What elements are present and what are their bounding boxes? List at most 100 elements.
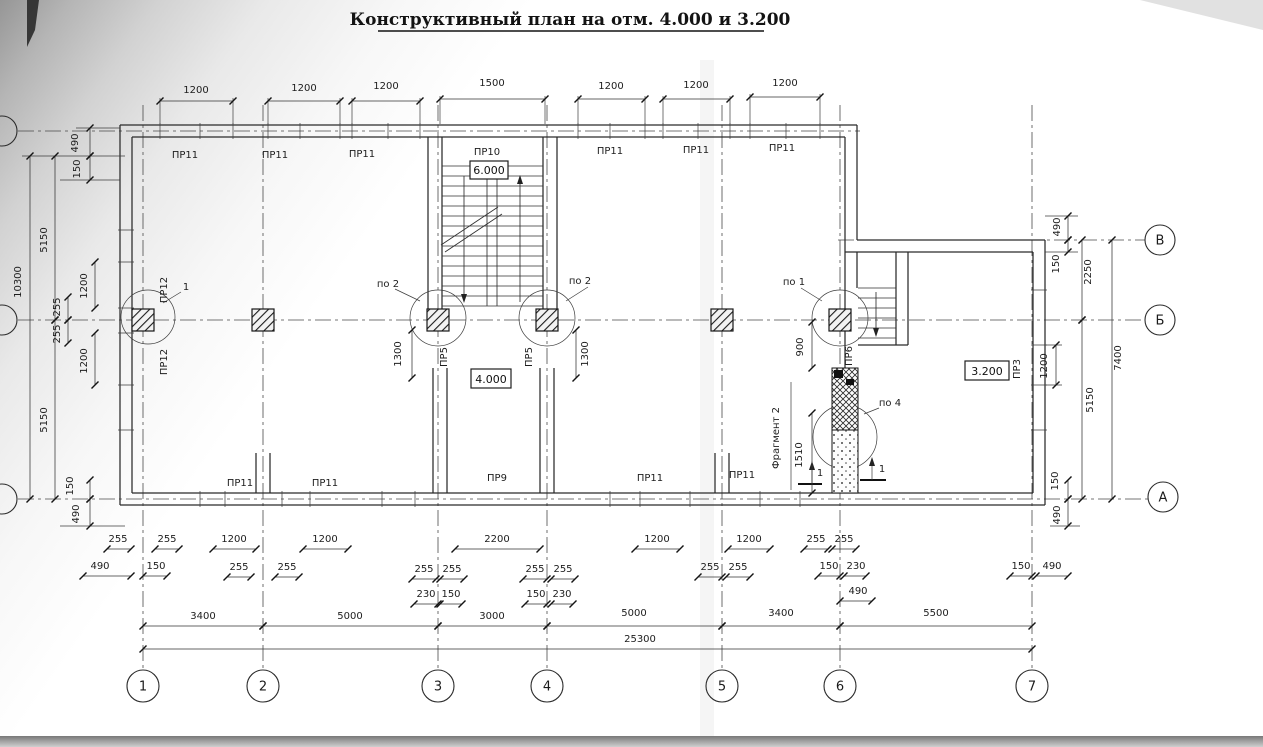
annotation-label: ПР11	[637, 473, 663, 484]
dim-tick	[676, 545, 684, 553]
dim-tick	[816, 93, 824, 101]
scan-artifact-top-left	[27, 0, 39, 47]
dimension-value: 150	[441, 589, 460, 600]
dimension-value: 490	[1052, 505, 1063, 524]
dimension-value: 490	[70, 133, 81, 152]
dim-tick	[436, 600, 444, 608]
dimension-value: 150	[526, 589, 545, 600]
dim-tick	[519, 575, 527, 583]
annotation-label: 1	[183, 282, 189, 293]
dim-tick	[569, 600, 577, 608]
grid-bubble	[0, 115, 18, 147]
grid-bubble-label: 7	[1028, 680, 1036, 695]
grid-bubble-label: 5	[718, 680, 726, 695]
dimension-value: 1200	[79, 273, 90, 298]
dim-tick	[572, 326, 580, 334]
dimension-value: 1300	[393, 341, 404, 366]
elevation-marker-stair: 6.000	[469, 160, 509, 180]
dimension-value: 1300	[580, 341, 591, 366]
dim-tick	[139, 645, 147, 653]
dim-tick	[458, 600, 466, 608]
annotation-label: ПР9	[487, 473, 507, 484]
dimension-value: 1200	[1039, 353, 1050, 378]
grid-bubble	[0, 483, 18, 515]
dim-tick	[1064, 248, 1072, 256]
dim-tick	[91, 329, 99, 337]
grid-bubble	[421, 669, 455, 703]
annotation-label: по 2	[569, 276, 591, 287]
dim-tick	[1032, 572, 1040, 580]
fragment-wall	[790, 367, 859, 494]
dimension-value: 230	[416, 589, 435, 600]
dim-tick	[572, 374, 580, 382]
columns	[131, 308, 852, 332]
dimension-value: 490	[848, 586, 867, 597]
dim-tick	[1028, 572, 1036, 580]
dim-tick	[151, 545, 159, 553]
dimension-value: 150	[65, 476, 76, 495]
dim-tick	[247, 573, 255, 581]
elevation-value: 3.200	[971, 365, 1003, 378]
dimension-value: 5500	[923, 608, 948, 619]
dimension-value: 3000	[479, 611, 504, 622]
dim-tick	[541, 95, 549, 103]
dim-tick	[51, 495, 59, 503]
dim-tick	[808, 364, 816, 372]
grid-bubble	[1015, 669, 1049, 703]
dim-tick	[543, 575, 551, 583]
dimension-value: 1200	[736, 534, 761, 545]
dim-tick	[718, 622, 726, 630]
dimension-value: 150	[146, 561, 165, 572]
dimension-value: 150	[72, 159, 83, 178]
dim-tick	[521, 600, 529, 608]
dimension-value: 7400	[1113, 345, 1124, 370]
dim-tick	[86, 152, 94, 160]
dim-tick	[543, 622, 551, 630]
dim-tick	[175, 545, 183, 553]
dimension-value: 255	[277, 562, 296, 573]
dim-tick	[408, 575, 416, 583]
dim-tick	[64, 293, 72, 301]
dim-tick	[1052, 381, 1060, 389]
dim-tick	[79, 572, 87, 580]
annotation-label: по 1	[783, 277, 805, 288]
dim-tick	[336, 97, 344, 105]
dim-tick	[64, 316, 72, 324]
dim-tick	[836, 622, 844, 630]
dimension-value: 1500	[479, 78, 504, 89]
witness-lines	[22, 94, 1080, 527]
dim-tick	[1064, 495, 1072, 503]
dim-tick	[436, 95, 444, 103]
dim-tick	[746, 573, 754, 581]
annotation-label: ПР5	[524, 347, 535, 367]
annotation-label: по 4	[879, 398, 901, 409]
dim-tick	[722, 573, 730, 581]
dim-tick	[836, 572, 844, 580]
dim-tick	[26, 495, 34, 503]
dimension-value: 1200	[221, 534, 246, 545]
dim-tick	[1064, 572, 1072, 580]
dimension-value: 255	[700, 562, 719, 573]
dimension-value: 255	[157, 534, 176, 545]
dimension-value: 1200	[183, 85, 208, 96]
dim-tick	[766, 545, 774, 553]
column	[131, 308, 155, 332]
grid-bubble-label: 2	[259, 680, 267, 695]
dim-tick	[724, 545, 732, 553]
dim-tick	[86, 176, 94, 184]
dim-tick	[432, 575, 440, 583]
dim-tick	[574, 95, 582, 103]
elevation-value: 6.000	[473, 164, 505, 177]
annotation-label: ПР10	[474, 147, 500, 158]
dim-tick	[51, 152, 59, 160]
annotation-label: ПР11	[262, 150, 288, 161]
walls	[118, 123, 1047, 507]
dim-tick	[91, 304, 99, 312]
dimension-value: 150	[1050, 471, 1061, 490]
dim-tick	[1064, 476, 1072, 484]
dimension-value: 1200	[373, 81, 398, 92]
dimension-value: 255	[442, 564, 461, 575]
